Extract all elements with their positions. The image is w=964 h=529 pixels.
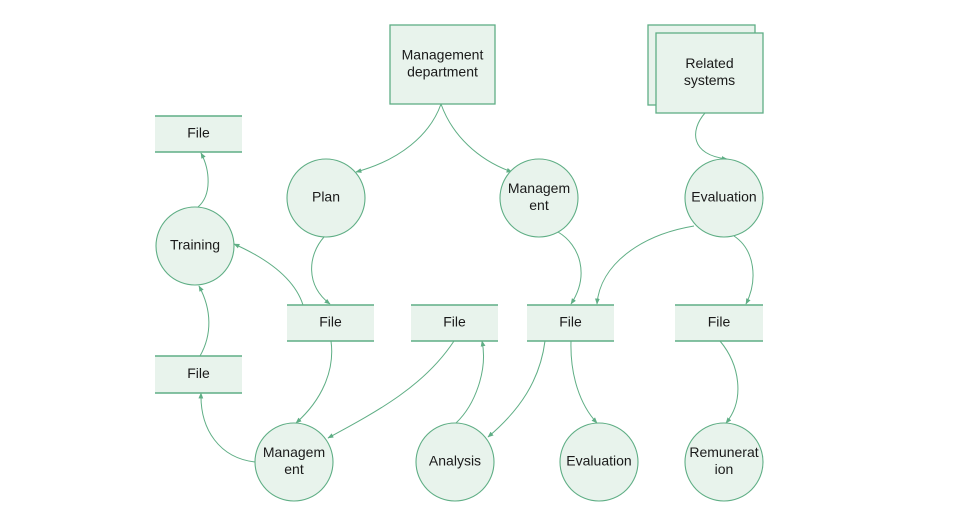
edge-file-eval-to-remuneration (719, 340, 739, 424)
related-label-line: systems (684, 72, 735, 88)
edge-analysis-to-file-analysis (455, 340, 486, 424)
data-store-fill (155, 116, 242, 152)
eval-top-label-line: Evaluation (691, 189, 756, 205)
edge-file-plan-to-training (233, 243, 304, 306)
data-store-file-plan: File (287, 304, 374, 342)
file-eval-label-line: File (708, 314, 731, 330)
edges-layer (197, 103, 754, 463)
file-train-top-label-line: File (187, 125, 210, 141)
file-analysis-label-line: File (443, 314, 466, 330)
data-store-fill (527, 305, 614, 341)
mgmt-bottom-label-line: ent (284, 461, 304, 477)
edge-mgmt-top-to-file-mgmt (557, 231, 582, 305)
mgmt-dept-label-line: department (407, 64, 478, 80)
related-label-line: Related (685, 55, 733, 71)
edge-training-to-file-train-top (197, 152, 209, 208)
data-store-file-analysis: File (411, 304, 498, 342)
edge-related-to-eval-top (695, 112, 728, 161)
edge-mgmt-dept-to-plan (355, 103, 442, 173)
analysis-label-line: Analysis (429, 453, 481, 469)
file-train-bottom-label-line: File (187, 365, 210, 381)
edge-file-mgmt-to-analysis (487, 340, 546, 438)
process-training: Training (155, 206, 235, 286)
mgmt-top-label-line: Managem (508, 180, 570, 196)
remuneration-label-line: ion (715, 461, 734, 477)
eval-bottom-label-line: Evaluation (566, 453, 631, 469)
nodes-layer: ManagementdepartmentRelatedsystemsFileTr… (155, 24, 764, 502)
data-store-file-train-top: File (155, 115, 242, 153)
process-plan: Plan (286, 158, 366, 238)
entity-box (389, 24, 496, 105)
process-circle (286, 158, 366, 238)
file-plan-label-line: File (319, 314, 342, 330)
mgmt-bottom-label-line: Managem (263, 444, 325, 460)
edge-eval-top-to-file-mgmt (595, 225, 695, 305)
remuneration-label-line: Remunerat (689, 444, 758, 460)
process-eval-top: Evaluation (684, 158, 764, 238)
process-circle (684, 422, 764, 502)
edge-eval-top-to-file-eval (733, 235, 754, 305)
data-store-fill (155, 356, 242, 393)
process-circle (254, 422, 334, 502)
data-store-file-eval: File (675, 304, 763, 342)
process-mgmt-bottom: Management (254, 422, 334, 502)
mgmt-top-label-line: ent (529, 197, 549, 213)
mgmt-dept-label-line: Management (402, 47, 484, 63)
edge-mgmt-dept-to-mgmt-top (440, 103, 513, 173)
process-circle (155, 206, 235, 286)
data-store-fill (675, 305, 763, 341)
plan-label-line: Plan (312, 189, 340, 205)
training-label-line: Training (170, 237, 220, 253)
process-analysis: Analysis (415, 422, 495, 502)
process-mgmt-top: Management (499, 158, 579, 238)
process-circle (415, 422, 495, 502)
file-mgmt-label-line: File (559, 314, 582, 330)
data-store-fill (287, 305, 374, 341)
edge-mgmt-bottom-to-file-train-bottom (198, 392, 256, 463)
process-circle (559, 422, 639, 502)
edge-file-mgmt-to-eval-bottom (570, 340, 598, 424)
data-store-fill (411, 305, 498, 341)
data-store-file-mgmt: File (527, 304, 614, 342)
edge-file-plan-to-mgmt-bottom (295, 340, 333, 424)
edge-file-train-bottom-to-training (198, 285, 210, 357)
data-store-file-train-bottom: File (155, 355, 242, 394)
edge-plan-to-file-plan (311, 236, 331, 305)
edge-file-analysis-to-mgmt-bottom (327, 340, 455, 439)
entity-box (655, 32, 764, 114)
process-circle (499, 158, 579, 238)
process-eval-bottom: Evaluation (559, 422, 639, 502)
process-circle (684, 158, 764, 238)
